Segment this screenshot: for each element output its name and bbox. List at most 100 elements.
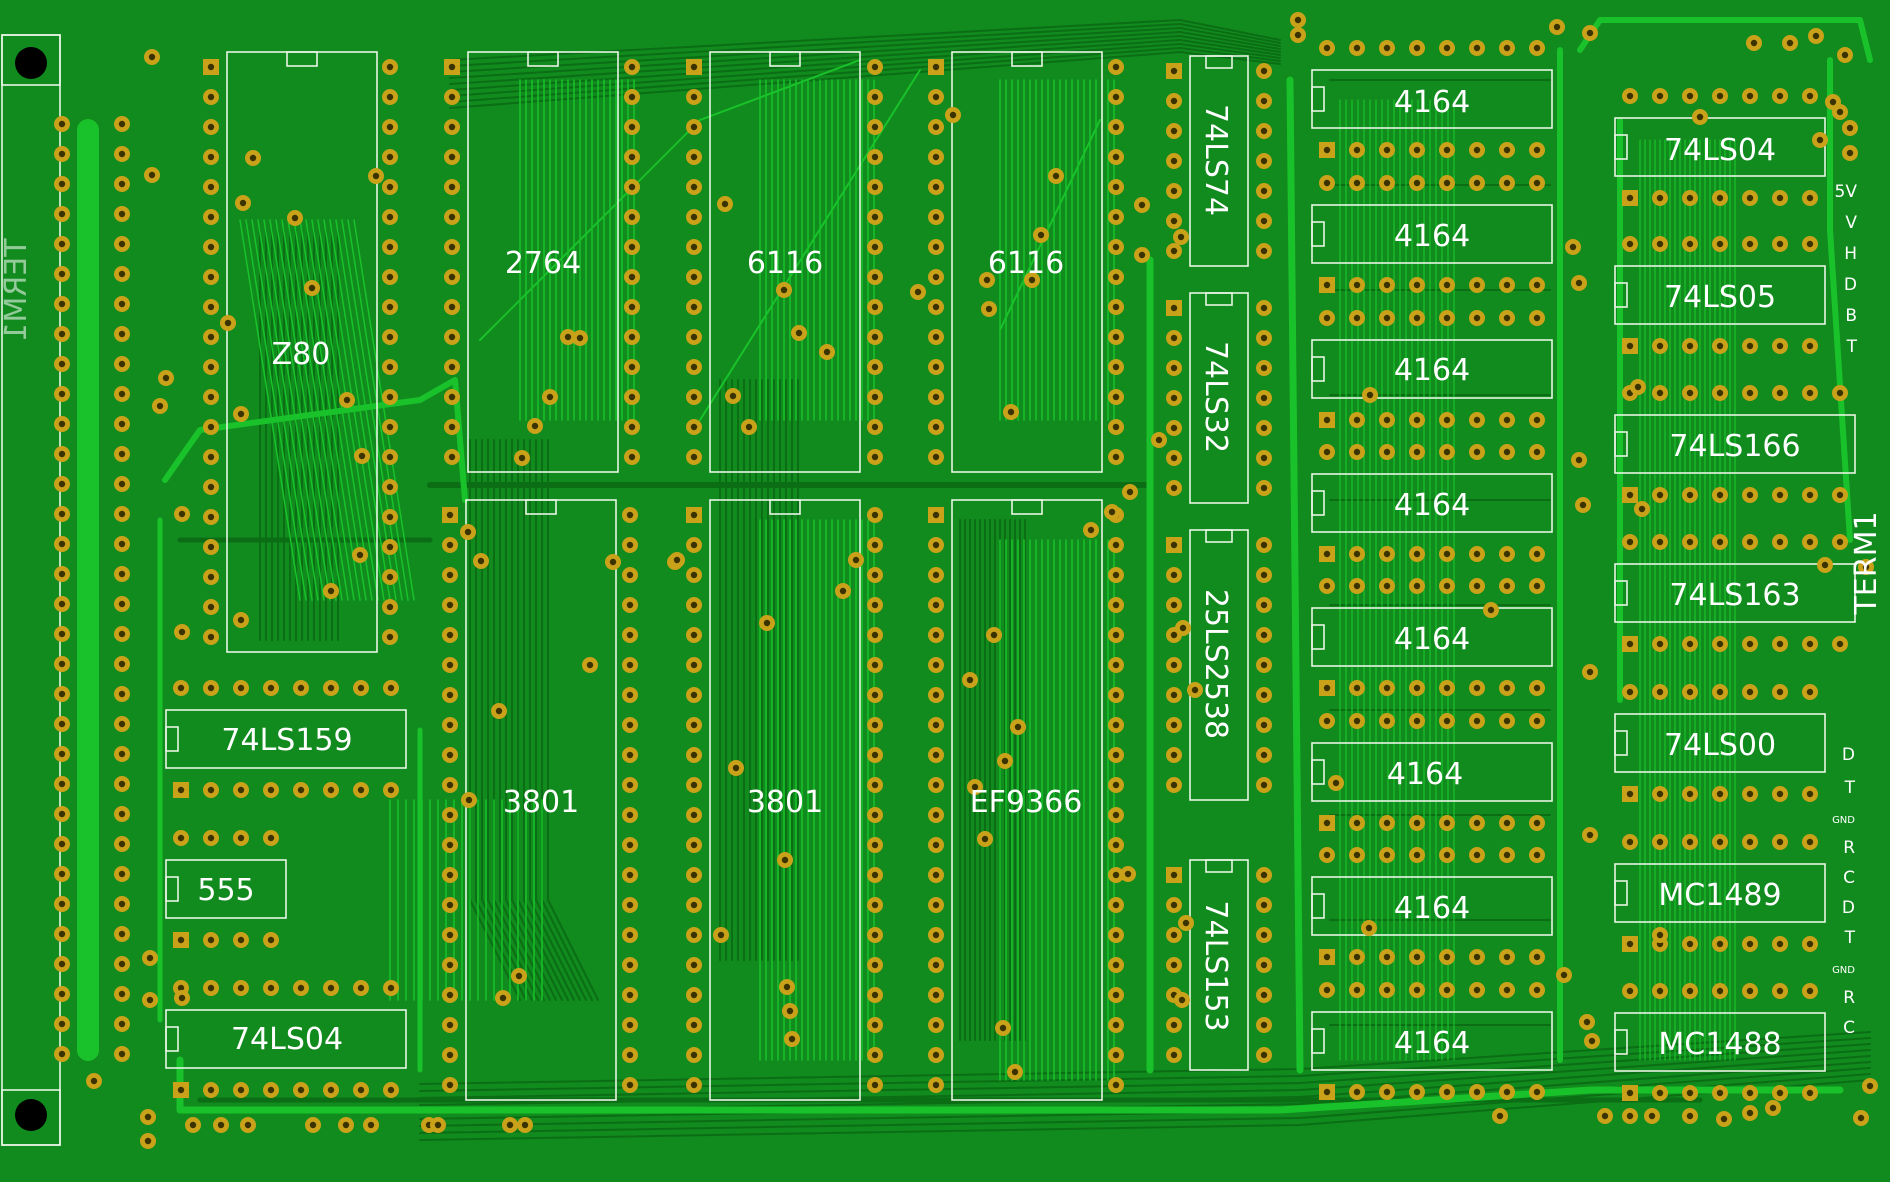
pad-hole bbox=[448, 153, 456, 161]
pad-hole bbox=[58, 870, 66, 878]
pad-hole bbox=[1656, 688, 1664, 696]
chip-notch bbox=[1011, 51, 1043, 67]
solder-pads bbox=[15, 12, 1878, 1149]
mount-hole-frame-top bbox=[1, 34, 61, 86]
pad-hole bbox=[1294, 31, 1302, 39]
pad-hole bbox=[1769, 1104, 1777, 1112]
pad-hole bbox=[446, 541, 454, 549]
pad-hole bbox=[1191, 686, 1199, 694]
pad-hole bbox=[628, 123, 636, 131]
pad-hole bbox=[386, 603, 394, 611]
pad-hole bbox=[237, 984, 245, 992]
pad-hole bbox=[932, 303, 940, 311]
pad-hole bbox=[1383, 179, 1391, 187]
pad-hole bbox=[1260, 1051, 1268, 1059]
pad-hole bbox=[58, 1050, 66, 1058]
pad-hole bbox=[932, 1021, 940, 1029]
chip-label-3801-b: 3801 bbox=[747, 785, 823, 820]
pad-hole bbox=[1746, 1089, 1754, 1097]
chip-notch bbox=[165, 726, 179, 752]
serial-pin-label: D bbox=[1842, 898, 1855, 918]
pad-hole bbox=[871, 183, 879, 191]
video-pin-label: V bbox=[1845, 213, 1857, 233]
pad-hole bbox=[1656, 538, 1664, 546]
pad-hole bbox=[1836, 389, 1844, 397]
pad-hole bbox=[267, 786, 275, 794]
pad-hole bbox=[118, 660, 126, 668]
pad-hole bbox=[1353, 851, 1361, 859]
pad-hole bbox=[1626, 538, 1634, 546]
pad-hole bbox=[144, 1137, 152, 1145]
pad-hole bbox=[1829, 98, 1837, 106]
pad-hole bbox=[690, 871, 698, 879]
chip-label-74ls163: 74LS163 bbox=[1669, 578, 1800, 613]
pad-hole bbox=[1473, 146, 1481, 154]
trace bbox=[419, 1079, 1871, 1141]
pad-hole bbox=[690, 183, 698, 191]
trace bbox=[699, 69, 921, 421]
pad-hole bbox=[871, 991, 879, 999]
pad-hole bbox=[446, 721, 454, 729]
pad-hole bbox=[1836, 538, 1844, 546]
chip-notch bbox=[1311, 759, 1325, 785]
pad-hole bbox=[626, 661, 634, 669]
pad-hole bbox=[386, 393, 394, 401]
chip-label-4164-5: 4164 bbox=[1394, 622, 1470, 657]
pad-hole bbox=[1260, 484, 1268, 492]
pad-hole bbox=[207, 834, 215, 842]
pad-hole bbox=[871, 303, 879, 311]
pad-hole bbox=[1353, 819, 1361, 827]
pad-hole bbox=[1686, 389, 1694, 397]
pad-hole bbox=[1443, 986, 1451, 994]
pad-hole bbox=[118, 420, 126, 428]
pad-hole bbox=[1260, 157, 1268, 165]
pad-hole bbox=[981, 835, 989, 843]
pad-hole bbox=[626, 751, 634, 759]
pad-hole bbox=[237, 616, 245, 624]
pad-hole bbox=[358, 452, 366, 460]
pad-hole bbox=[1260, 127, 1268, 135]
pad-hole bbox=[162, 374, 170, 382]
pad-hole bbox=[1746, 688, 1754, 696]
pad-hole bbox=[1857, 1114, 1865, 1122]
pad-hole bbox=[58, 810, 66, 818]
pad-hole bbox=[871, 333, 879, 341]
pad-hole bbox=[1170, 571, 1178, 579]
pad-hole bbox=[1686, 790, 1694, 798]
pad-hole bbox=[609, 558, 617, 566]
pad-hole bbox=[1323, 684, 1331, 692]
pad-hole bbox=[1533, 550, 1541, 558]
pad-hole bbox=[207, 786, 215, 794]
pad-hole bbox=[1260, 601, 1268, 609]
pad-hole bbox=[717, 931, 725, 939]
pad-hole bbox=[932, 541, 940, 549]
pad-hole bbox=[626, 781, 634, 789]
pad-hole bbox=[1353, 986, 1361, 994]
pad-hole bbox=[386, 333, 394, 341]
pad-hole bbox=[586, 661, 594, 669]
pad-hole bbox=[58, 300, 66, 308]
pad-hole bbox=[932, 1081, 940, 1089]
pad-hole bbox=[1413, 550, 1421, 558]
pad-hole bbox=[871, 541, 879, 549]
pad-hole bbox=[983, 276, 991, 284]
pad-hole bbox=[932, 363, 940, 371]
pad-hole bbox=[207, 984, 215, 992]
pad-hole bbox=[1806, 940, 1814, 948]
chip-label-555: 555 bbox=[197, 873, 254, 908]
pad-hole bbox=[763, 619, 771, 627]
pad-hole bbox=[1170, 217, 1178, 225]
pad-hole bbox=[58, 960, 66, 968]
pad-hole bbox=[690, 601, 698, 609]
pad-hole bbox=[118, 450, 126, 458]
pad-hole bbox=[1716, 240, 1724, 248]
pad-hole bbox=[1746, 240, 1754, 248]
pad-hole bbox=[118, 1020, 126, 1028]
chip-notch bbox=[769, 499, 801, 515]
trace bbox=[529, 439, 581, 1001]
pad-hole bbox=[932, 991, 940, 999]
pad-hole bbox=[1776, 240, 1784, 248]
pad-hole bbox=[1413, 684, 1421, 692]
pad-hole bbox=[932, 423, 940, 431]
chip-notch bbox=[1311, 893, 1325, 919]
